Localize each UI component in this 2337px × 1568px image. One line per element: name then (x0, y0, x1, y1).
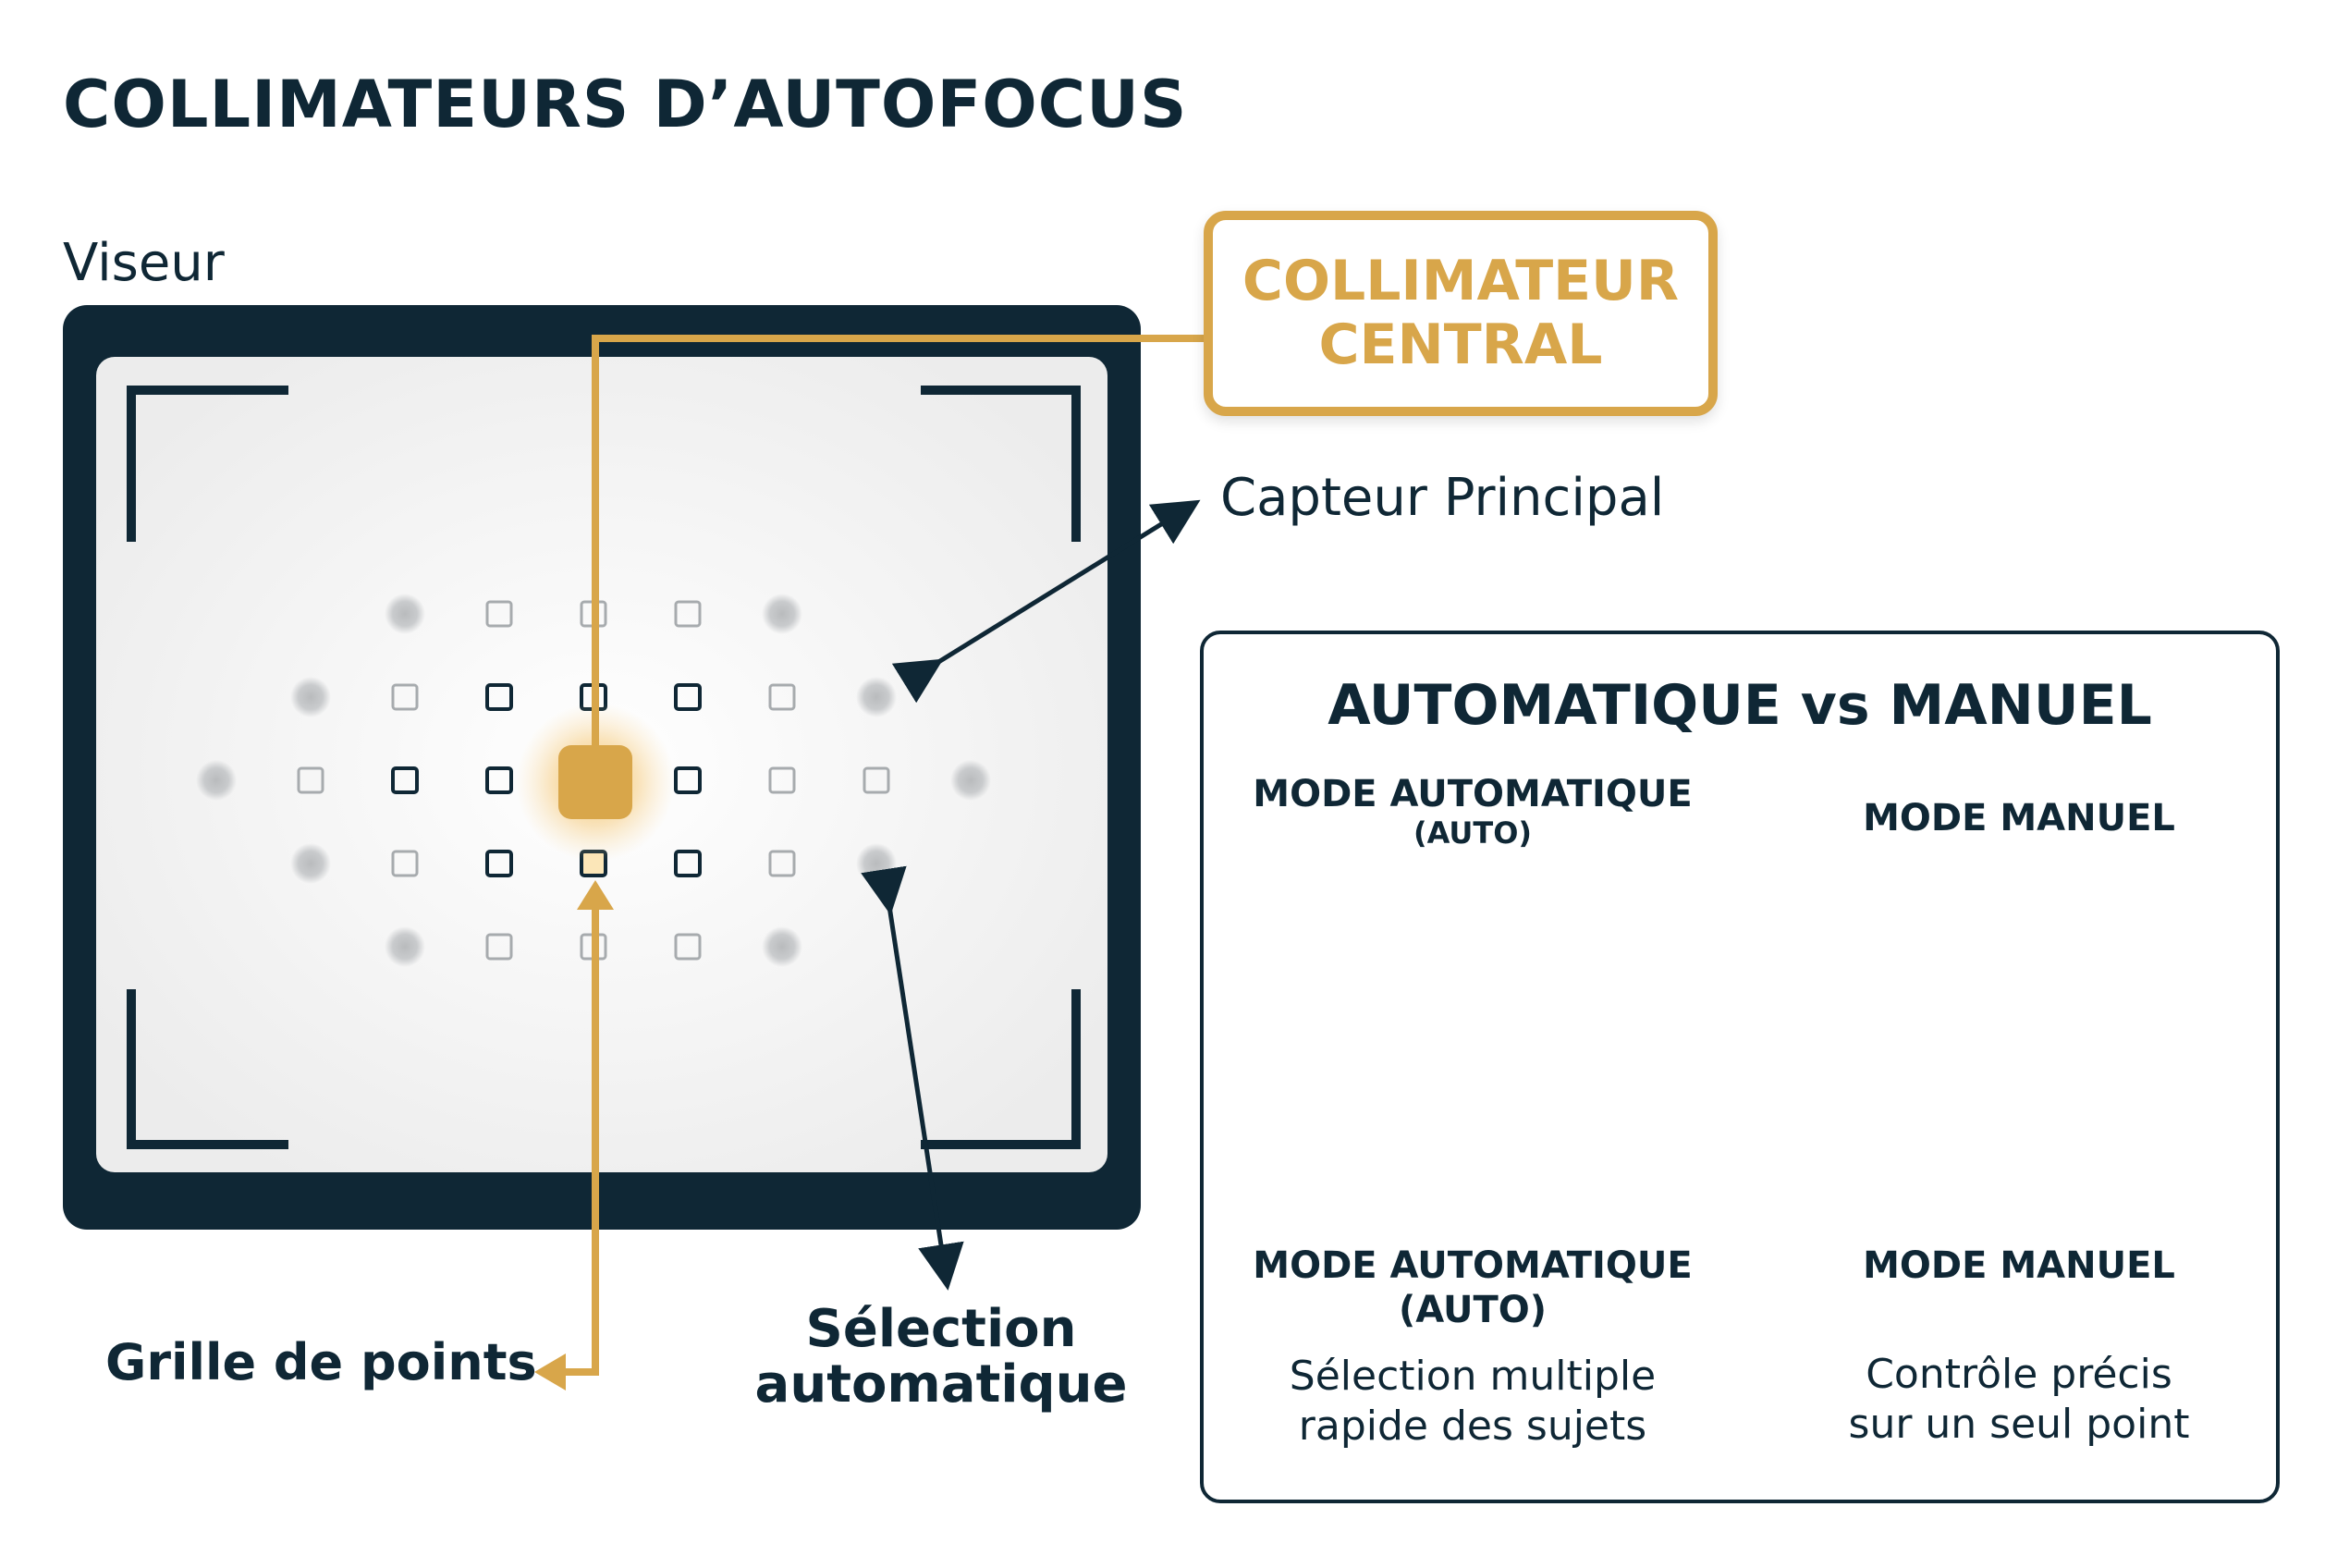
auto-desc-line2: rapide des sujets (1298, 1402, 1647, 1450)
inactive-af-point (485, 933, 513, 961)
active-af-point (674, 683, 702, 711)
auto-heading: MODE AUTOMATIQUE (1253, 773, 1693, 815)
grey-af-point (856, 843, 897, 884)
selection-automatique-label: Sélection automatique (747, 1299, 1135, 1415)
inactive-af-point (674, 600, 702, 628)
active-af-point (674, 850, 702, 877)
grid-arrow-up-icon (577, 880, 614, 910)
callout-leader-line (592, 335, 1205, 745)
active-af-point (674, 766, 702, 794)
inactive-af-point (768, 766, 796, 794)
central-af-point (558, 745, 632, 819)
grid-arrow-left-icon (534, 1354, 566, 1390)
grey-af-point (950, 760, 991, 801)
page-title: COLLIMATEURS D’AUTOFOCUS (63, 67, 1188, 142)
inactive-af-point (674, 933, 702, 961)
active-af-point (485, 850, 513, 877)
auto-caption-sub: (AUTO) (1398, 1289, 1548, 1331)
callout-line2: CENTRAL (1318, 312, 1603, 377)
grey-af-point (385, 594, 425, 634)
inactive-af-point (485, 600, 513, 628)
grey-af-point (762, 926, 802, 967)
callout-collimateur-central: COLLIMATEUR CENTRAL (1204, 211, 1718, 416)
grey-af-point (290, 843, 331, 884)
auto-mode-heading: MODE AUTOMATIQUE (AUTO) (1218, 773, 1727, 851)
manual-caption-heading: MODE MANUEL (1863, 1244, 2175, 1287)
active-af-point (485, 766, 513, 794)
auto-mode-caption: MODE AUTOMATIQUE (AUTO) Sélection multip… (1218, 1244, 1727, 1451)
grille-de-points-label: Grille de points (105, 1333, 537, 1391)
auto-desc-line1: Sélection multiple (1289, 1353, 1657, 1400)
grey-af-point (290, 677, 331, 717)
manual-mode-heading: MODE MANUEL (1766, 797, 2272, 839)
active-af-point (391, 766, 419, 794)
inactive-af-point (297, 766, 324, 794)
auto-sub: (AUTO) (1413, 815, 1533, 851)
comparison-panel (1200, 631, 2280, 1503)
grey-af-point (762, 594, 802, 634)
manual-mode-caption: MODE MANUEL Contrôle précis sur un seul … (1766, 1244, 2272, 1449)
callout-line1: COLLIMATEUR (1242, 249, 1680, 313)
comparison-title: AUTOMATIQUE vs MANUEL (1328, 673, 2152, 738)
inactive-af-point (863, 766, 890, 794)
grey-af-point (196, 760, 237, 801)
corner-brackets (127, 386, 1081, 1149)
manual-desc-line2: sur un seul point (1848, 1400, 2190, 1448)
selection-arrow (861, 865, 964, 1291)
viewfinder-label: Viseur (63, 233, 225, 293)
auto-caption-heading: MODE AUTOMATIQUE (1253, 1244, 1693, 1287)
manual-heading: MODE MANUEL (1863, 797, 2175, 839)
inactive-af-point (391, 850, 419, 877)
selection-line1: Sélection (805, 1299, 1077, 1359)
active-af-point (485, 683, 513, 711)
capteur-principal-label: Capteur Principal (1220, 468, 1665, 528)
manual-desc-line1: Contrôle précis (1866, 1351, 2172, 1398)
grey-af-point (856, 677, 897, 717)
capteur-arrow (891, 499, 1201, 704)
grey-af-point (385, 926, 425, 967)
selection-line2: automatique (754, 1354, 1128, 1415)
inactive-af-point (768, 850, 796, 877)
inactive-af-point (391, 683, 419, 711)
inactive-af-point (768, 683, 796, 711)
